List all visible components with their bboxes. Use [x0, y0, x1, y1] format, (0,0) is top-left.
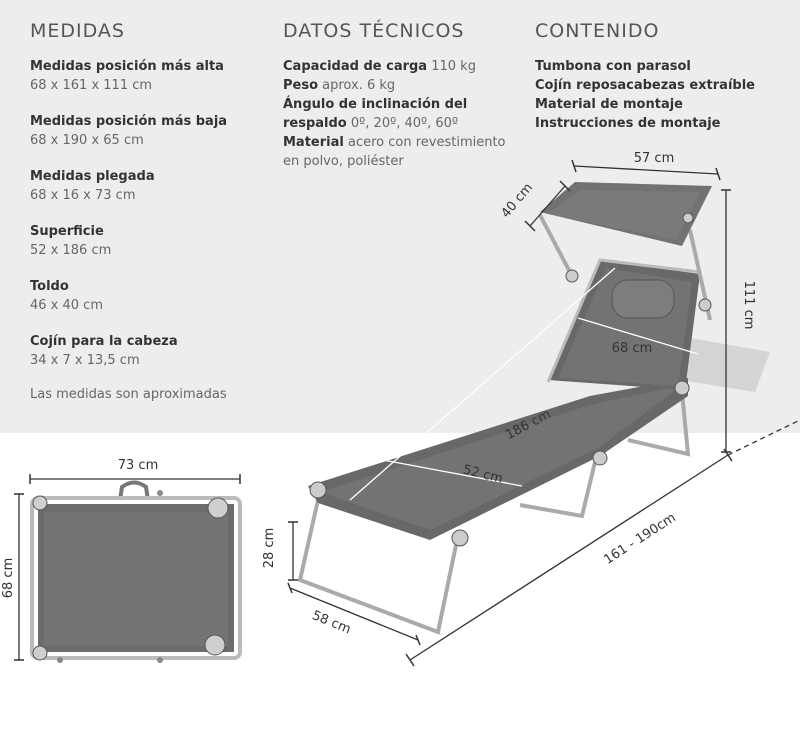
medidas-item: Medidas posición más baja 68 x 190 x 65 … [30, 114, 228, 148]
label-height: 111 cm [741, 281, 756, 330]
dimension-folded-height: 68 cm [1, 493, 24, 661]
contenido-heading: CONTENIDO [535, 20, 660, 42]
contenido-item: Instrucciones de montaje [535, 116, 721, 131]
folded-lounger-illustration [30, 480, 242, 663]
medidas-note: Las medidas son aproximadas [30, 387, 227, 402]
datos-text: Capacidad de carga 110 kg Peso aprox. 6 … [283, 59, 506, 169]
medidas-item: Cojín para la cabeza 34 x 7 x 13,5 cm [30, 334, 178, 368]
medidas-heading: MEDIDAS [30, 20, 125, 42]
contenido-list: Tumbona con parasol Cojín reposacabezas … [535, 57, 755, 133]
dimension-front-width: 58 cm [287, 582, 421, 646]
lounger-illustration [297, 182, 770, 635]
contenido-item: Material de montaje [535, 97, 684, 112]
datos-heading: DATOS TÉCNICOS [283, 20, 465, 42]
contenido-item: Tumbona con parasol [535, 59, 691, 74]
contenido-item: Cojín reposacabezas extraíble [535, 78, 755, 93]
label-folded-height: 68 cm [1, 558, 16, 599]
medidas-item: Medidas plegada 68 x 16 x 73 cm [30, 169, 155, 203]
label-total-length: 161 - 190cm [601, 510, 678, 567]
medidas-item: Medidas posición más alta 68 x 161 x 111… [30, 59, 224, 93]
label-canopy-depth: 40 cm [499, 180, 537, 221]
medidas-item: Superficie 52 x 186 cm [30, 224, 112, 258]
label-back-width: 68 cm [612, 341, 653, 356]
dimension-height: 111 cm [721, 189, 756, 453]
label-folded-width: 73 cm [118, 458, 159, 473]
label-canopy-width: 57 cm [634, 151, 675, 166]
dimension-leg-height: 28 cm [262, 521, 298, 581]
dimension-folded-width: 73 cm [29, 458, 241, 484]
dimension-canopy-width: 57 cm [571, 151, 721, 181]
medidas-item: Toldo 46 x 40 cm [30, 279, 103, 313]
label-leg-height: 28 cm [262, 528, 277, 569]
label-front-width: 58 cm [310, 608, 353, 637]
dimension-back-width: 68 cm [577, 317, 699, 356]
